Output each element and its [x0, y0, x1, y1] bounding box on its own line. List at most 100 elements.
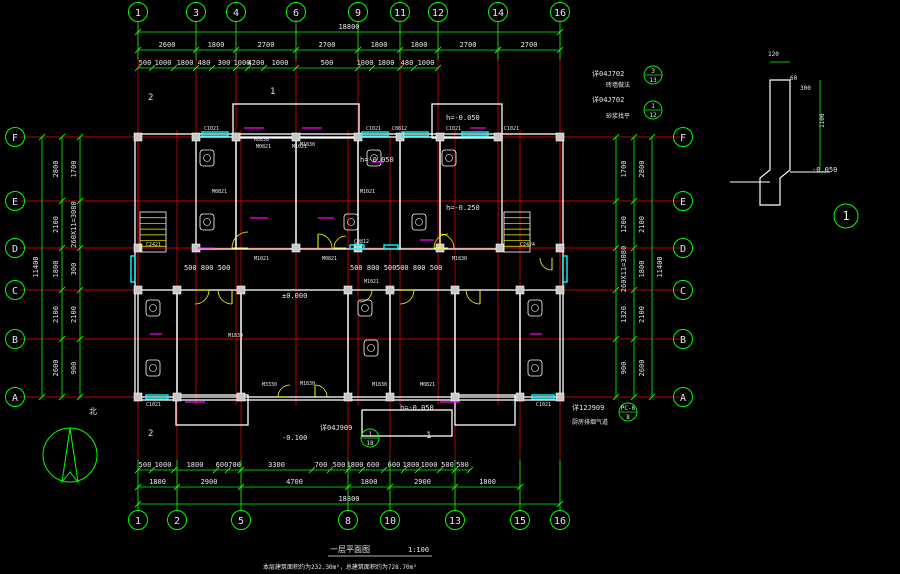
- fixture-8: [357, 299, 373, 317]
- dim-top-row2-label: 300: [218, 59, 231, 67]
- dim-bottom-row2-label: 1800: [403, 461, 420, 469]
- axis-top-11-circle: [390, 2, 410, 22]
- door-tag: M1021: [292, 144, 307, 150]
- window-7: [383, 244, 399, 250]
- dim-top-row2-label: 1000: [357, 59, 374, 67]
- dim-bottom-row2-label: 3300: [268, 461, 285, 469]
- fixture-6: [145, 299, 161, 317]
- door-9-arc: [465, 289, 481, 305]
- axis-left-A-circle: [5, 387, 25, 407]
- axis-bottom-1-circle: [128, 510, 148, 530]
- stairs: [139, 211, 531, 253]
- dim-top-row2-tick: [410, 64, 418, 72]
- ref-number: PC-6: [621, 405, 636, 412]
- column: [191, 132, 201, 142]
- dim-left-inner-label: 2100: [70, 306, 78, 323]
- axis-top-16-circle: [550, 2, 570, 22]
- window-1: [361, 131, 389, 137]
- drawing-title: 一层平面图: [330, 545, 370, 554]
- fixture-5: [441, 149, 457, 167]
- dim-bottom-row2-tick: [436, 466, 444, 474]
- fixture-2: [343, 213, 359, 231]
- axis-top-11-label: 11: [394, 8, 406, 19]
- dim-bottom-row2-tick: [326, 466, 334, 474]
- dim-bottom-row2-label: 600: [216, 461, 229, 469]
- span-tag: 500 800 500: [350, 264, 396, 272]
- axis-bottom-8-label: 8: [345, 516, 351, 527]
- dim-bottom-row1-label: 1800: [361, 478, 378, 486]
- window-tag: C1021: [446, 126, 461, 132]
- axis-right-A-circle: [673, 387, 693, 407]
- axis-top-3-label: 3: [193, 8, 199, 19]
- south-bay-left: [175, 394, 249, 426]
- dim-bottom-row2-label: 700: [228, 461, 241, 469]
- reference-note: 详04J909: [320, 423, 352, 432]
- axis-bottom-2-label: 2: [174, 516, 180, 527]
- dim-top-row2-label: 500: [321, 59, 334, 67]
- axis-bottom-10-circle: [380, 510, 400, 530]
- callout-number: 1: [270, 87, 275, 97]
- window-tag: C0812: [354, 239, 369, 245]
- dim-bottom-row1-label: 2900: [414, 478, 431, 486]
- door-7-arc: [359, 289, 373, 303]
- axis-right-E-circle: [673, 191, 693, 211]
- dim-top-row2-tick: [292, 64, 300, 72]
- axis-top-6-circle: [286, 2, 306, 22]
- dim-bottom-row1-label: 2900: [201, 478, 218, 486]
- fixtures: [145, 127, 543, 403]
- column: [435, 132, 445, 142]
- column: [172, 392, 182, 402]
- dim-top-row2-label: 1000: [234, 59, 251, 67]
- dim-bottom-row2-label: 500: [139, 461, 152, 469]
- window-2: [401, 131, 429, 137]
- dim-top-row2-tick: [148, 64, 156, 72]
- dim-bottom-row2-label: 1000: [155, 461, 172, 469]
- dim-left-inner-tick: [76, 286, 84, 294]
- axis-left-E-circle: [5, 191, 25, 211]
- column: [353, 243, 363, 253]
- dim-bottom-row1-label: 4700: [286, 478, 303, 486]
- dim-bottom-row2-tick: [414, 466, 422, 474]
- level-tag: h=-0.050: [360, 156, 394, 164]
- level-tag: h=-0.250: [446, 204, 480, 212]
- dim-left-cols-tick: [58, 133, 66, 141]
- dim-right-cols-tick: [630, 335, 638, 343]
- ref-number: 3: [651, 68, 655, 75]
- dim-top-row2-tick: [170, 64, 178, 72]
- window-tag: C2421: [146, 242, 161, 248]
- axis-left-E-label: E: [12, 197, 18, 208]
- axis-bottom-16-circle: [550, 510, 570, 530]
- window-tag: C0812: [392, 126, 407, 132]
- callout-number: 2: [148, 429, 153, 439]
- axis-left-A-label: A: [12, 393, 18, 404]
- axis-left-C-label: C: [12, 286, 18, 297]
- axis-bottom-5-label: 5: [238, 516, 244, 527]
- span-tag: 500 800 500: [184, 264, 230, 272]
- span-tag: 500 800 500: [396, 264, 442, 272]
- dim-left-cols-tick: [58, 197, 66, 205]
- column: [133, 285, 143, 295]
- axis-bottom-13-label: 13: [449, 516, 461, 527]
- ref-number: 1: [651, 103, 655, 110]
- dim-left-cols-tick: [58, 335, 66, 343]
- dim-right-total-label: 11400: [656, 256, 664, 277]
- axis-top-12-label: 12: [432, 8, 444, 19]
- dim-top-row1-label: 2700: [460, 41, 477, 49]
- dim-right-inner-label: 1200: [620, 216, 628, 233]
- fixture-bowl-4: [415, 218, 423, 226]
- reference-note: 详12J909: [572, 403, 604, 412]
- level-tag: ±0.000: [282, 292, 307, 300]
- axis-right-F-label: F: [680, 133, 686, 144]
- level-tag: h=-0.050: [400, 404, 434, 412]
- door-tag: M1830: [300, 381, 315, 387]
- axis-right-D-circle: [673, 238, 693, 258]
- fixture-bowl-6: [149, 304, 157, 312]
- door-tag: M0821: [212, 189, 227, 195]
- dim-right-cols-label: 2800: [638, 161, 646, 178]
- room-wall-5: [439, 136, 503, 250]
- axis-left-D-circle: [5, 238, 25, 258]
- north-arrow: 北: [42, 407, 98, 484]
- window-0: [201, 131, 229, 137]
